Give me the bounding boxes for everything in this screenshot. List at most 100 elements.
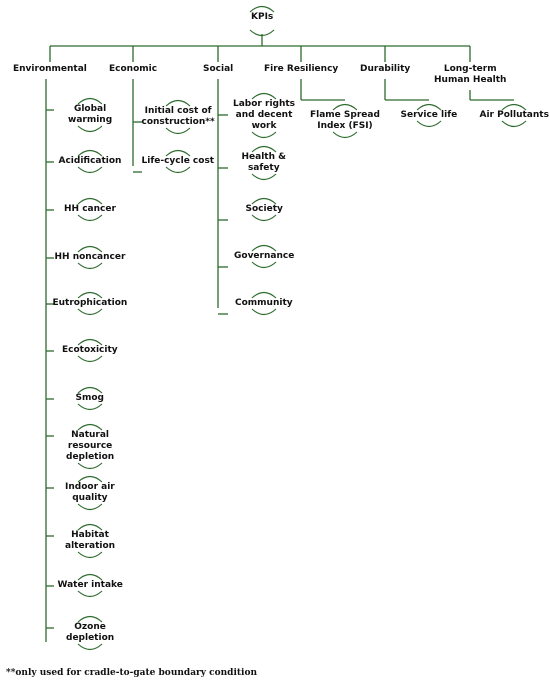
node-ozone-depletion-text: depletion	[66, 633, 115, 643]
node-community: Community	[235, 298, 293, 309]
node-category-long-term-human-health-text: Human Health	[434, 75, 507, 85]
node-society: Society	[246, 204, 283, 215]
node-eutrophication-text: Eutrophication	[52, 298, 128, 308]
node-water-intake-top-arc	[77, 573, 103, 581]
node-water-intake-text: Water intake	[57, 580, 123, 590]
node-air-pollutants-bottom-arc	[501, 120, 527, 128]
node-ozone-depletion-top-arc	[77, 615, 103, 623]
node-hh-noncancer: HH noncancer	[55, 252, 126, 263]
node-ecotoxicity-bottom-arc	[77, 355, 103, 363]
node-governance-text: Governance	[234, 251, 295, 261]
node-life-cycle-cost-text: Life-cycle cost	[141, 156, 215, 166]
node-ozone-depletion-text: Ozone	[74, 622, 106, 632]
node-acidification-bottom-arc	[77, 166, 103, 174]
node-eutrophication: Eutrophication	[53, 298, 128, 309]
node-smog-bottom-arc	[77, 403, 103, 411]
node-natural-resource-depletion-text: Natural	[71, 430, 110, 440]
node-labor-rights-top-arc	[251, 92, 277, 100]
node-natural-resource-depletion-top-arc	[77, 423, 103, 431]
node-flame-spread-index-text: Flame Spread	[310, 110, 380, 120]
node-hh-cancer-bottom-arc	[77, 214, 103, 222]
node-service-life-bottom-arc	[416, 120, 442, 128]
node-category-fire-resiliency-text: Fire Resiliency	[264, 64, 339, 74]
node-hh-cancer-text: HH cancer	[64, 204, 116, 214]
node-health-safety: Health &safety	[242, 152, 287, 174]
node-category-durability-text: Durability	[360, 64, 411, 74]
node-hh-cancer: HH cancer	[64, 204, 116, 215]
node-initial-cost-text: Initial cost of	[144, 106, 212, 116]
node-global-warming-text: Global	[73, 104, 107, 114]
node-air-pollutants-top-arc	[501, 103, 527, 111]
node-health-safety-top-arc	[251, 145, 277, 153]
node-initial-cost-text: construction**	[141, 117, 215, 127]
node-community-text: Community	[235, 298, 293, 308]
node-society-top-arc	[251, 197, 277, 205]
node-category-economic: Economic	[109, 64, 157, 75]
node-category-environmental-text: Environmental	[13, 64, 87, 74]
node-hh-noncancer-bottom-arc	[77, 262, 103, 270]
node-water-intake: Water intake	[58, 580, 123, 591]
node-smog-top-arc	[77, 386, 103, 394]
node-ecotoxicity: Ecotoxicity	[62, 345, 118, 356]
node-health-safety-text: safety	[247, 163, 280, 173]
node-habitat-alteration-top-arc	[77, 523, 103, 531]
node-acidification-text: Acidification	[58, 156, 122, 166]
node-society-bottom-arc	[251, 214, 277, 222]
node-indoor-air-quality-bottom-arc	[77, 503, 103, 511]
node-indoor-air-quality-text: Indoor air	[65, 482, 115, 492]
node-hh-noncancer-text: HH noncancer	[54, 252, 126, 262]
node-labor-rights-text: work	[251, 121, 277, 131]
node-habitat-alteration-text: alteration	[65, 541, 116, 551]
node-category-long-term-human-health-text: Long-term	[443, 64, 497, 74]
node-smog-text: Smog	[75, 393, 105, 403]
node-water-intake-bottom-arc	[77, 590, 103, 598]
node-category-economic-text: Economic	[109, 64, 158, 74]
node-health-safety-bottom-arc	[251, 173, 277, 181]
node-natural-resource-depletion-text: depletion	[66, 452, 115, 462]
node-eutrophication-bottom-arc	[77, 308, 103, 316]
node-health-safety-text: Health &	[241, 152, 287, 162]
node-acidification-top-arc	[77, 149, 103, 157]
node-service-life-text: Service life	[400, 110, 458, 120]
node-kpis: KPIs	[251, 12, 273, 23]
node-smog: Smog	[76, 393, 105, 404]
node-air-pollutants: Air Pollutants	[480, 110, 549, 121]
node-indoor-air-quality-text: quality	[72, 493, 108, 503]
node-habitat-alteration-text: Habitat	[71, 530, 109, 540]
node-category-environmental: Environmental	[13, 64, 87, 75]
node-eutrophication-top-arc	[77, 291, 103, 299]
node-community-bottom-arc	[251, 308, 277, 316]
footnote: **only used for cradle-to-gate boundary …	[6, 668, 257, 678]
node-community-top-arc	[251, 291, 277, 299]
node-category-social: Social	[203, 64, 233, 75]
node-life-cycle-cost: Life-cycle cost	[142, 156, 215, 167]
node-life-cycle-cost-top-arc	[165, 149, 191, 157]
node-flame-spread-index-text: Index (FSI)	[317, 121, 373, 131]
node-governance-top-arc	[251, 244, 277, 252]
node-initial-cost-top-arc	[165, 99, 191, 107]
node-ozone-depletion-bottom-arc	[77, 643, 103, 651]
root-top-arc	[249, 5, 275, 13]
node-category-fire-resiliency: Fire Resiliency	[264, 64, 338, 75]
node-labor-rights-text: and decent	[235, 110, 293, 120]
node-labor-rights-text: Labor rights	[233, 99, 296, 109]
node-air-pollutants-text: Air Pollutants	[479, 110, 549, 120]
node-ecotoxicity-text: Ecotoxicity	[62, 345, 118, 355]
node-service-life: Service life	[401, 110, 458, 121]
node-initial-cost-bottom-arc	[165, 127, 191, 135]
node-category-durability: Durability	[360, 64, 410, 75]
node-habitat-alteration-bottom-arc	[77, 551, 103, 559]
node-flame-spread-index-bottom-arc	[332, 131, 358, 139]
node-indoor-air-quality-top-arc	[77, 475, 103, 483]
node-category-social-text: Social	[203, 64, 234, 74]
node-hh-noncancer-top-arc	[77, 245, 103, 253]
